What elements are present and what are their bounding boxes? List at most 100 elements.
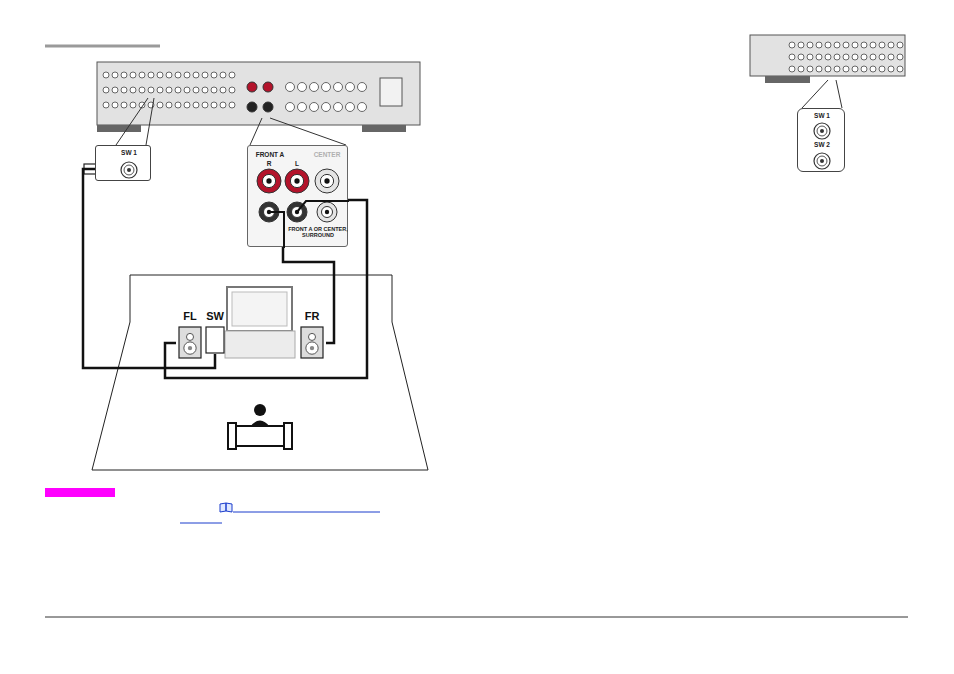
leader-line [802, 80, 828, 108]
jack [834, 54, 840, 60]
room-outline [92, 275, 428, 470]
jack [888, 66, 894, 72]
jack [807, 66, 813, 72]
jack [220, 72, 226, 78]
jack [130, 72, 136, 78]
speaker-terminal [247, 102, 257, 112]
jack [193, 102, 199, 108]
jack [870, 66, 876, 72]
jack [834, 66, 840, 72]
label-text: SW 1 [814, 112, 830, 119]
leader-line [836, 80, 842, 108]
jack-callout: SW 1 [95, 145, 151, 181]
jack [322, 103, 331, 112]
jack [310, 103, 319, 112]
speaker-cable [83, 169, 215, 368]
jack [897, 66, 903, 72]
jack [184, 87, 190, 93]
jack [184, 72, 190, 78]
jack [798, 42, 804, 48]
jack [211, 87, 217, 93]
page-rule [45, 617, 908, 618]
leader-line [250, 118, 262, 145]
jack [229, 72, 235, 78]
jack [298, 103, 307, 112]
jack [789, 54, 795, 60]
jack [879, 66, 885, 72]
jack [220, 102, 226, 108]
jack [148, 72, 154, 78]
label-text: FRONT A OR CENTER, SURROUND [288, 226, 348, 239]
label-text: CENTER [314, 151, 341, 158]
jack [816, 66, 822, 72]
jack [112, 102, 118, 108]
jack [184, 102, 190, 108]
jack [825, 66, 831, 72]
jack [879, 54, 885, 60]
jack [112, 72, 118, 78]
jack [130, 102, 136, 108]
jack [103, 102, 109, 108]
jack [286, 83, 295, 92]
leader-line [116, 98, 148, 145]
jack [870, 54, 876, 60]
heading-rule [45, 45, 160, 48]
jack [220, 87, 226, 93]
jack [843, 66, 849, 72]
jack [334, 103, 343, 112]
jack [175, 87, 181, 93]
terminal-callout: FRONT ARLCENTERFRONT A OR CENTER, SURROU… [247, 145, 348, 247]
jack [843, 42, 849, 48]
jack [322, 83, 331, 92]
receiver-rear-panel [750, 35, 905, 83]
jack [166, 72, 172, 78]
jack [103, 87, 109, 93]
jack [202, 102, 208, 108]
jack [166, 87, 172, 93]
jack [346, 83, 355, 92]
jack [861, 66, 867, 72]
subwoofer: SW [205, 308, 225, 354]
jack [897, 54, 903, 60]
television [225, 287, 295, 358]
listener [228, 404, 292, 449]
jack [103, 72, 109, 78]
label-text: SW [206, 310, 224, 323]
jack [139, 72, 145, 78]
label-text: FL [183, 310, 196, 323]
jack [346, 103, 355, 112]
jack [861, 42, 867, 48]
leader-line [146, 98, 154, 145]
jack [148, 87, 154, 93]
jack [202, 87, 208, 93]
jack [879, 42, 885, 48]
jack [121, 87, 127, 93]
speaker: FR [298, 308, 326, 360]
link-underline [180, 523, 222, 524]
receiver-rear-panel [97, 62, 420, 132]
jack [121, 72, 127, 78]
jack [166, 102, 172, 108]
jack [358, 83, 367, 92]
jack [888, 54, 894, 60]
jack [202, 72, 208, 78]
speaker-terminal [247, 82, 257, 92]
speaker: FL [176, 308, 204, 360]
jack [112, 87, 118, 93]
jack [807, 54, 813, 60]
jack [789, 66, 795, 72]
jack [193, 72, 199, 78]
jack [229, 87, 235, 93]
jack [157, 102, 163, 108]
jack [121, 102, 127, 108]
label-text: FRONT A [256, 151, 285, 158]
speaker-terminal [263, 102, 273, 112]
label-text: FR [305, 310, 320, 323]
jack [807, 42, 813, 48]
jack [139, 87, 145, 93]
jack-callout: SW 1SW 2 [797, 108, 845, 172]
jack [286, 103, 295, 112]
jack [175, 72, 181, 78]
